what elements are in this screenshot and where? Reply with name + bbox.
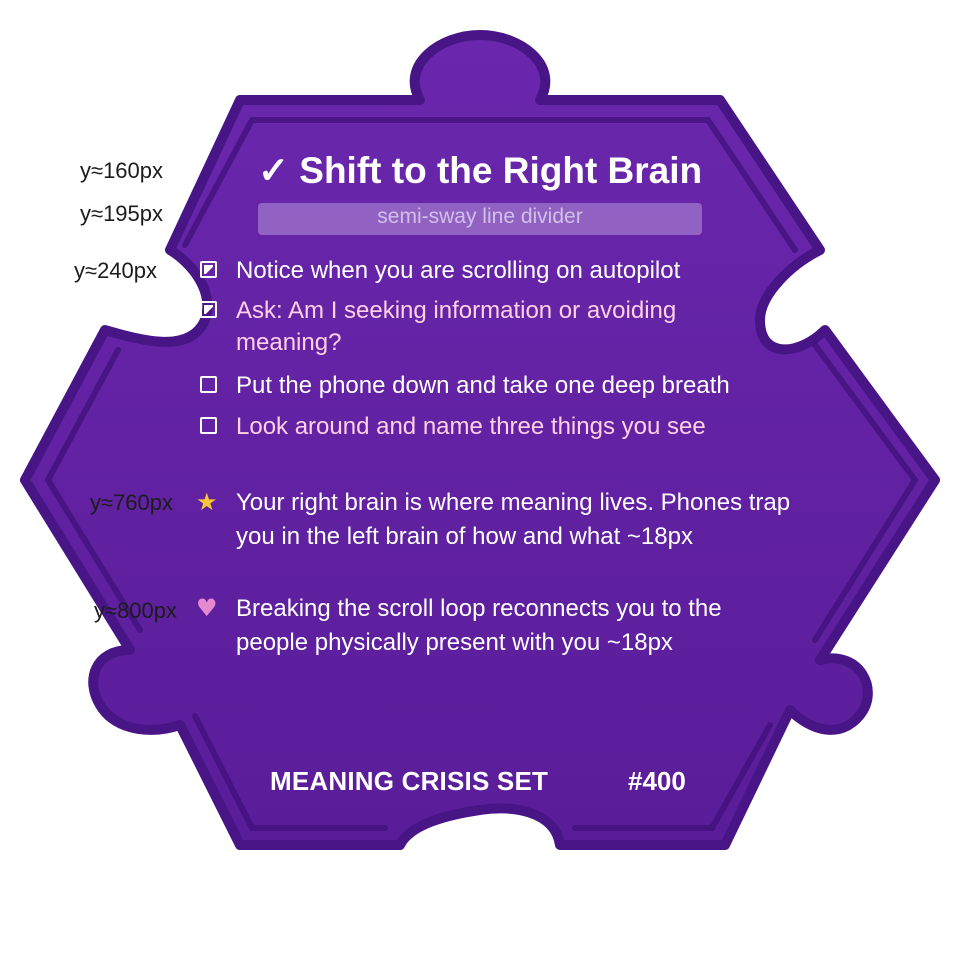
checklist-item-text: Put the phone down and take one deep bre… (236, 372, 730, 399)
note2-position-annotation: y≈800px (94, 598, 178, 623)
checklist-item-text: Notice when you are scrolling on autopil… (236, 257, 681, 284)
checkbox-checked[interactable] (200, 301, 217, 318)
checkbox-checked[interactable] (200, 261, 217, 278)
checklist-item-text: Ask: Am I seeking information or avoidin… (236, 297, 677, 356)
star-icon: ★ (196, 488, 218, 516)
checklist-item-text: Look around and name three things you se… (236, 413, 706, 440)
note1-position-annotation: y≈760px (90, 490, 174, 515)
checkbox-unchecked[interactable] (200, 376, 217, 393)
set-name-label: MEANING CRISIS SET (270, 766, 549, 796)
card-inner-outline (44, 117, 919, 831)
note-text: Your right brain is where meaning lives.… (236, 489, 791, 550)
checklist-position-annotation: y≈240px (74, 258, 158, 283)
title-position-annotation: y≈160px (80, 158, 164, 183)
divider-label: semi-sway line divider (377, 205, 583, 228)
divider-position-annotation: y≈195px (80, 201, 164, 226)
divider-bar: semi-sway line divider (258, 203, 702, 235)
card-outer-shape (20, 30, 940, 850)
heart-icon: ♥ (196, 594, 218, 622)
checkbox-unchecked[interactable] (200, 417, 217, 434)
card-number-label: #400 (628, 766, 686, 796)
card-title: ✓ Shift to the Right Brain (258, 150, 703, 191)
note-text: Breaking the scroll loop reconnects you … (236, 595, 722, 656)
